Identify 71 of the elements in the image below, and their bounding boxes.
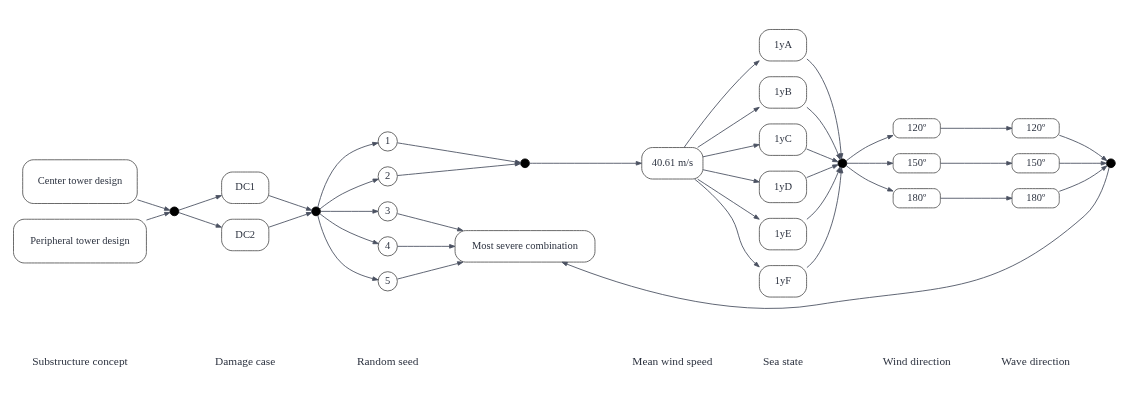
node-box: Center tower design — [22, 158, 138, 204]
node-box: 150º — [892, 152, 941, 173]
label: Sea state — [762, 354, 803, 367]
node-circle — [1106, 157, 1116, 168]
arrow — [320, 208, 379, 214]
arrow — [1058, 164, 1108, 192]
arrow — [806, 106, 841, 160]
arrow — [940, 195, 1013, 201]
arrow — [846, 160, 894, 166]
arrow — [806, 163, 839, 178]
arrow — [146, 211, 171, 220]
node-box: 150º — [1011, 152, 1060, 173]
arrow — [397, 212, 464, 231]
arrow — [806, 148, 839, 162]
node-box: 180º — [892, 187, 941, 208]
node-box: Most severe combination — [454, 229, 596, 262]
arrow — [683, 59, 760, 148]
arrow — [702, 143, 760, 157]
node-box: 1yF — [758, 264, 807, 297]
node-box: 1yA — [758, 28, 807, 61]
arrow — [178, 211, 222, 228]
arrow — [529, 160, 642, 166]
arrow — [697, 106, 760, 148]
arrow — [319, 178, 379, 209]
node-circle: 3 — [377, 200, 398, 221]
node-circle: 4 — [377, 235, 398, 256]
arrow — [702, 168, 760, 183]
arrow — [317, 141, 379, 208]
label: Wave direction — [1001, 354, 1071, 367]
label: Mean wind speed — [632, 354, 713, 367]
node-circle — [169, 206, 180, 216]
node-box: DC1 — [221, 171, 270, 204]
arrow — [940, 160, 1013, 166]
node-circle — [311, 206, 321, 216]
arrow — [1058, 160, 1107, 166]
node-box: 120º — [892, 117, 941, 138]
arrow — [317, 214, 379, 281]
arrow — [561, 166, 1110, 309]
node-circle: 5 — [377, 270, 398, 291]
arrow — [846, 134, 894, 161]
label: Wind direction — [882, 354, 951, 367]
arrow — [806, 166, 841, 220]
node-box: DC2 — [221, 218, 270, 251]
arrow — [137, 198, 171, 211]
node-box: 1yD — [758, 170, 807, 203]
node-box: 1yB — [758, 75, 807, 109]
label: Random seed — [356, 354, 419, 367]
label: Damage case — [215, 354, 276, 367]
arrow — [268, 194, 313, 211]
node-circle: 2 — [377, 165, 398, 186]
arrow — [178, 194, 222, 211]
arrow — [397, 243, 456, 249]
node-box: 40.61 m/s — [641, 146, 704, 179]
node-box: 180º — [1011, 187, 1060, 208]
arrow — [397, 260, 464, 279]
arrow — [694, 178, 760, 267]
node-box: Peripheral tower design — [13, 218, 147, 263]
arrow — [846, 164, 894, 192]
label: Substructure concept — [32, 354, 128, 367]
node-circle — [520, 157, 530, 168]
node-box: 120º — [1011, 117, 1060, 138]
node-box: 1yE — [758, 217, 807, 250]
arrow — [268, 211, 313, 228]
arrow — [1058, 134, 1108, 161]
node-box: 1yC — [758, 123, 807, 156]
arrow — [806, 166, 844, 268]
node-circle — [837, 157, 848, 168]
arrow — [319, 212, 379, 244]
arrow — [697, 178, 760, 220]
node-circle: 1 — [377, 130, 398, 151]
arrow — [940, 125, 1013, 131]
